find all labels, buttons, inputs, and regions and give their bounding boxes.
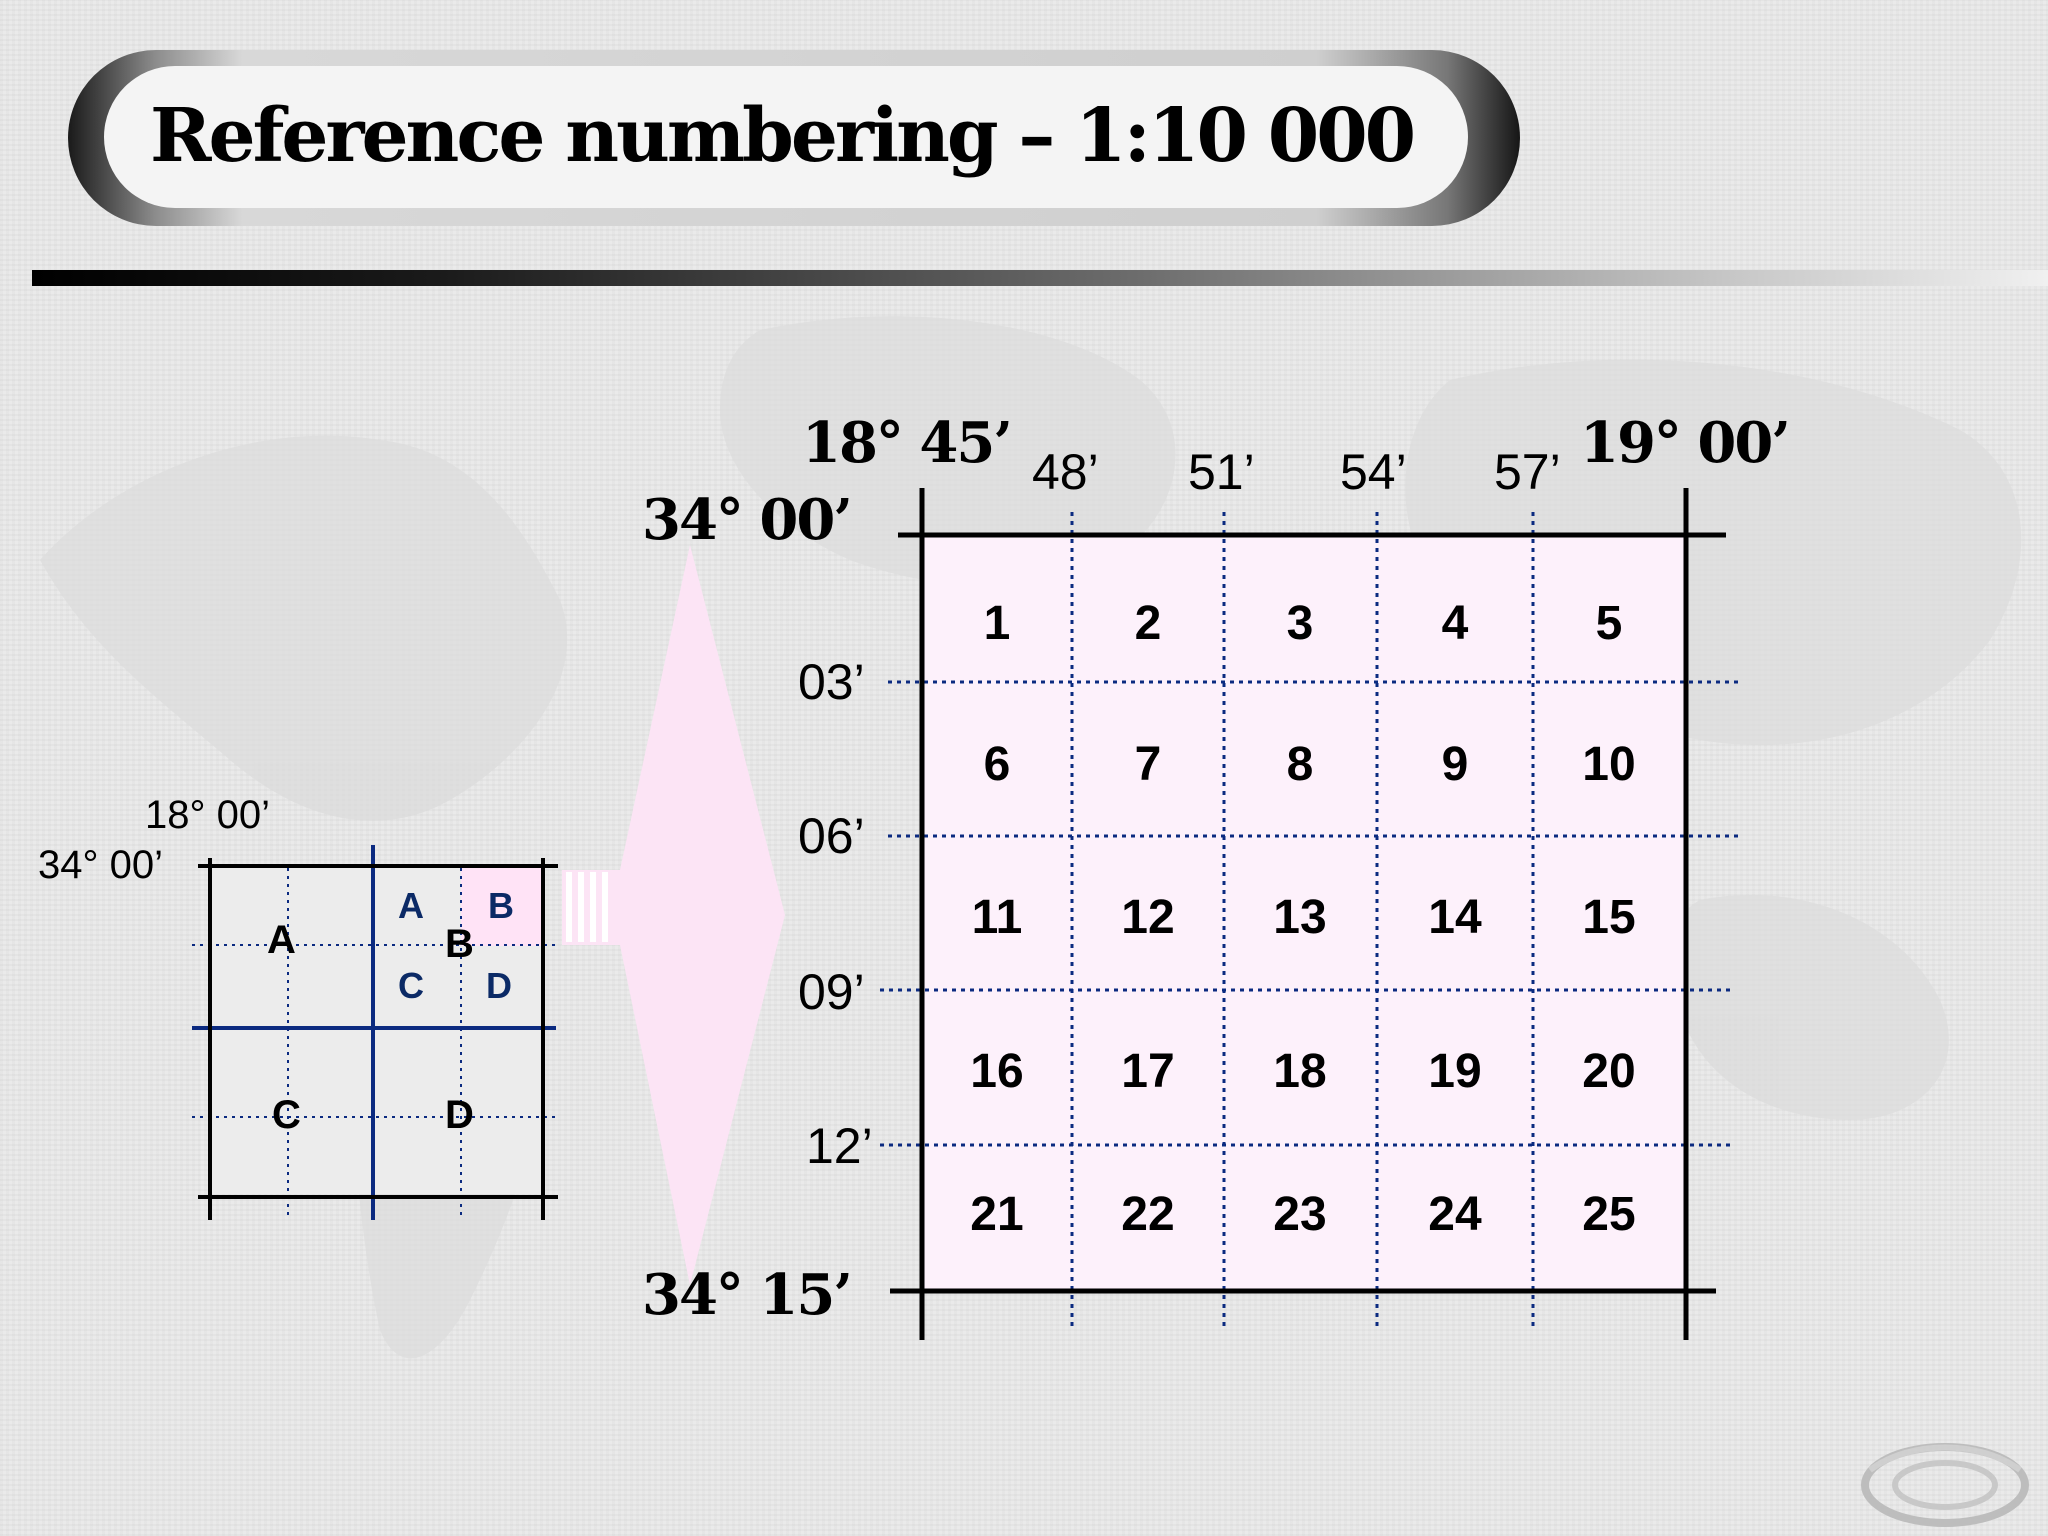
small-grid-lat-label: 34° 00’ — [38, 843, 163, 887]
grid-cell-number: 21 — [970, 1188, 1024, 1241]
grid-cell-number: 22 — [1121, 1188, 1175, 1241]
longitude-minute-label: 57’ — [1494, 444, 1561, 500]
longitude-minute-label: 48’ — [1032, 444, 1099, 500]
grid-cell-number: 5 — [1595, 597, 1623, 650]
latitude-minute-label: 12’ — [806, 1118, 873, 1174]
latitude-minute-label: 03’ — [798, 654, 865, 710]
longitude-minute-label: 54’ — [1340, 444, 1407, 500]
grid-cell-number: 4 — [1441, 597, 1469, 650]
longitude-minute-label: 51’ — [1188, 444, 1255, 500]
title-banner-inner — [104, 66, 1468, 208]
top-right-longitude: 19° 00’ — [1580, 410, 1791, 476]
latitude-minute-label: 09’ — [798, 964, 865, 1020]
grid-cell-number: 3 — [1286, 597, 1314, 650]
sub-quadrant-label-d: D — [486, 965, 512, 1006]
grid-cell-number: 23 — [1273, 1188, 1327, 1241]
zoom-funnel — [562, 545, 785, 1285]
quadrant-label-b: B — [445, 922, 474, 966]
grid-cell-number: 13 — [1273, 891, 1327, 944]
logo-emblem — [1861, 1443, 2029, 1527]
grid-cell-number: 8 — [1286, 738, 1314, 791]
sub-quadrant-label-b: B — [488, 885, 514, 926]
top-latitude: 34° 00’ — [642, 487, 853, 553]
funnel-stripes — [566, 872, 608, 942]
grid-cell-number: 14 — [1428, 891, 1482, 944]
latitude-minute-label: 06’ — [798, 808, 865, 864]
sub-quadrant-label-a: A — [398, 885, 424, 926]
grid-cell-number: 15 — [1582, 891, 1636, 944]
grid-cell-number: 20 — [1582, 1045, 1636, 1098]
grid-cell-number: 18 — [1273, 1045, 1327, 1098]
grid-cell-number: 2 — [1134, 597, 1162, 650]
quadrant-label-a: A — [267, 918, 296, 962]
grid-cell-number: 7 — [1134, 738, 1162, 791]
grid-cell-number: 25 — [1582, 1188, 1636, 1241]
bottom-latitude: 34° 15’ — [642, 1262, 853, 1328]
small-grid-lon-label: 18° 00’ — [145, 793, 270, 837]
sub-quadrant-label-c: C — [398, 965, 424, 1006]
page-title: Reference numbering – 1:10 000 — [150, 93, 1416, 179]
grid-cell-number: 19 — [1428, 1045, 1482, 1098]
small-overview-grid — [192, 845, 558, 1220]
grid-cell-number: 10 — [1582, 738, 1636, 791]
grid-cell-number: 6 — [983, 738, 1011, 791]
grid-cell-number: 12 — [1121, 891, 1175, 944]
title-divider — [32, 270, 2048, 286]
quadrant-label-c: C — [272, 1093, 301, 1137]
grid-cell-number: 16 — [970, 1045, 1024, 1098]
grid-cell-number: 1 — [983, 597, 1011, 650]
detail-grid — [880, 488, 1738, 1340]
grid-cell-number: 24 — [1428, 1188, 1482, 1241]
grid-cell-number: 11 — [971, 891, 1023, 944]
quadrant-label-d: D — [445, 1093, 474, 1137]
grid-cell-number: 9 — [1441, 738, 1469, 791]
top-left-longitude: 18° 45’ — [802, 410, 1013, 476]
grid-cell-number: 17 — [1121, 1045, 1175, 1098]
